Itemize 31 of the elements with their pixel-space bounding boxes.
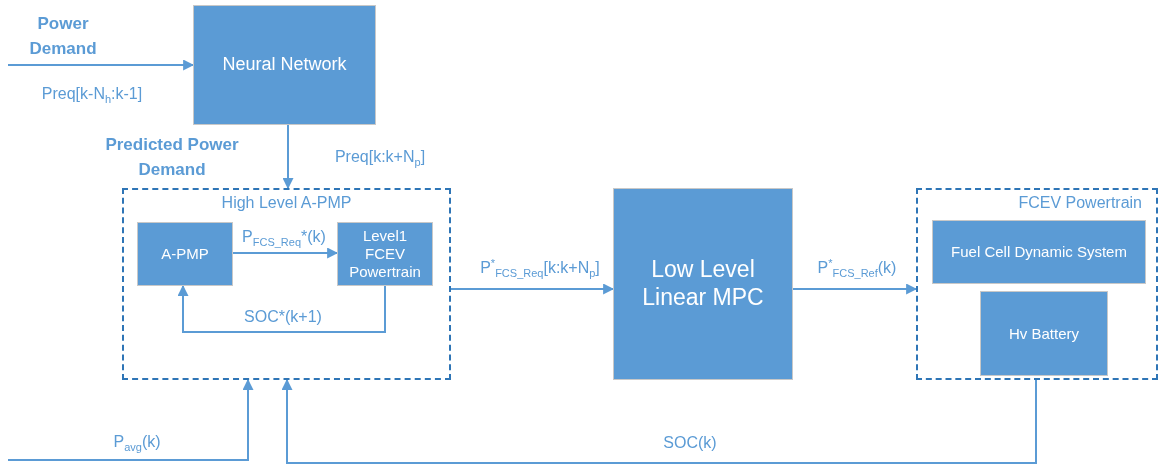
- process-box: [137, 222, 233, 286]
- arrow: [177, 284, 386, 333]
- edge-label: SOC(k): [661, 434, 719, 452]
- group-title: FCEV Powertrain: [1017, 194, 1143, 212]
- arrow: [232, 247, 339, 259]
- process-box: [980, 291, 1108, 376]
- edge-label: P$^{*}$$_{FCS_Req}$[k:k+N$_{p}$]: [478, 256, 602, 280]
- signal-label: Predicted Power Demand: [104, 134, 240, 181]
- process-box: [613, 188, 793, 380]
- arrow: [450, 283, 615, 295]
- box-label: Hv Battery: [1008, 324, 1080, 343]
- edge-label: P$^{*}$$_{FCS_Ref}$(k): [815, 256, 899, 280]
- group-title: High Level A-PMP: [220, 194, 353, 212]
- process-box: [932, 220, 1146, 284]
- arrow: [281, 378, 1037, 464]
- box-label: A-PMP: [160, 245, 210, 263]
- box-label: Low Level Linear MPC: [641, 256, 765, 312]
- edge-label: SOC*(k+1): [242, 308, 324, 326]
- arrow: [7, 59, 195, 71]
- edge-label: P$_{FCS_Req}$*(k): [240, 227, 328, 249]
- process-box: [337, 222, 433, 286]
- arrow: [7, 378, 254, 461]
- arrow: [282, 124, 294, 190]
- edge-label: P$_{avg}$(k): [111, 432, 163, 454]
- signal-label: Power Demand: [28, 13, 98, 60]
- box-label: Fuel Cell Dynamic System: [950, 243, 1128, 261]
- arrow: [792, 283, 918, 295]
- process-box: [193, 5, 376, 125]
- dashed-group-box: [916, 188, 1158, 380]
- box-label: Neural Network: [221, 54, 348, 76]
- box-label: Level1 FCEV Powertrain: [348, 227, 422, 281]
